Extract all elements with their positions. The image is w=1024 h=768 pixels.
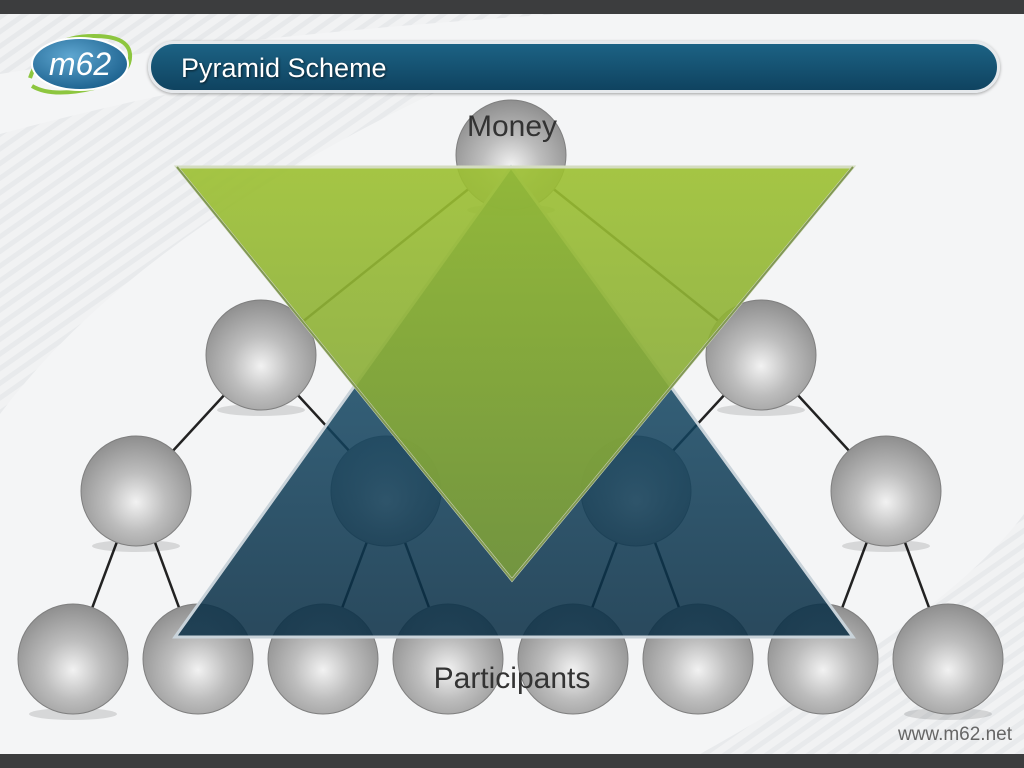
node-level4 — [17, 603, 129, 715]
slide-title: Pyramid Scheme — [181, 53, 387, 83]
title-bar: Pyramid Scheme — [148, 41, 1000, 93]
node-level3 — [80, 435, 192, 547]
footer-url: www.m62.net — [897, 724, 1012, 745]
participants-label: Participants — [433, 662, 591, 695]
m62-logo: m62 — [28, 33, 133, 95]
logo-text: m62 — [49, 46, 111, 82]
node-level2 — [205, 299, 317, 411]
bottom-border — [0, 754, 1024, 768]
node-level2 — [705, 299, 817, 411]
top-border — [0, 0, 1024, 14]
node-level4 — [892, 603, 1004, 715]
money-label: Money — [466, 110, 558, 143]
node-level3 — [830, 435, 942, 547]
